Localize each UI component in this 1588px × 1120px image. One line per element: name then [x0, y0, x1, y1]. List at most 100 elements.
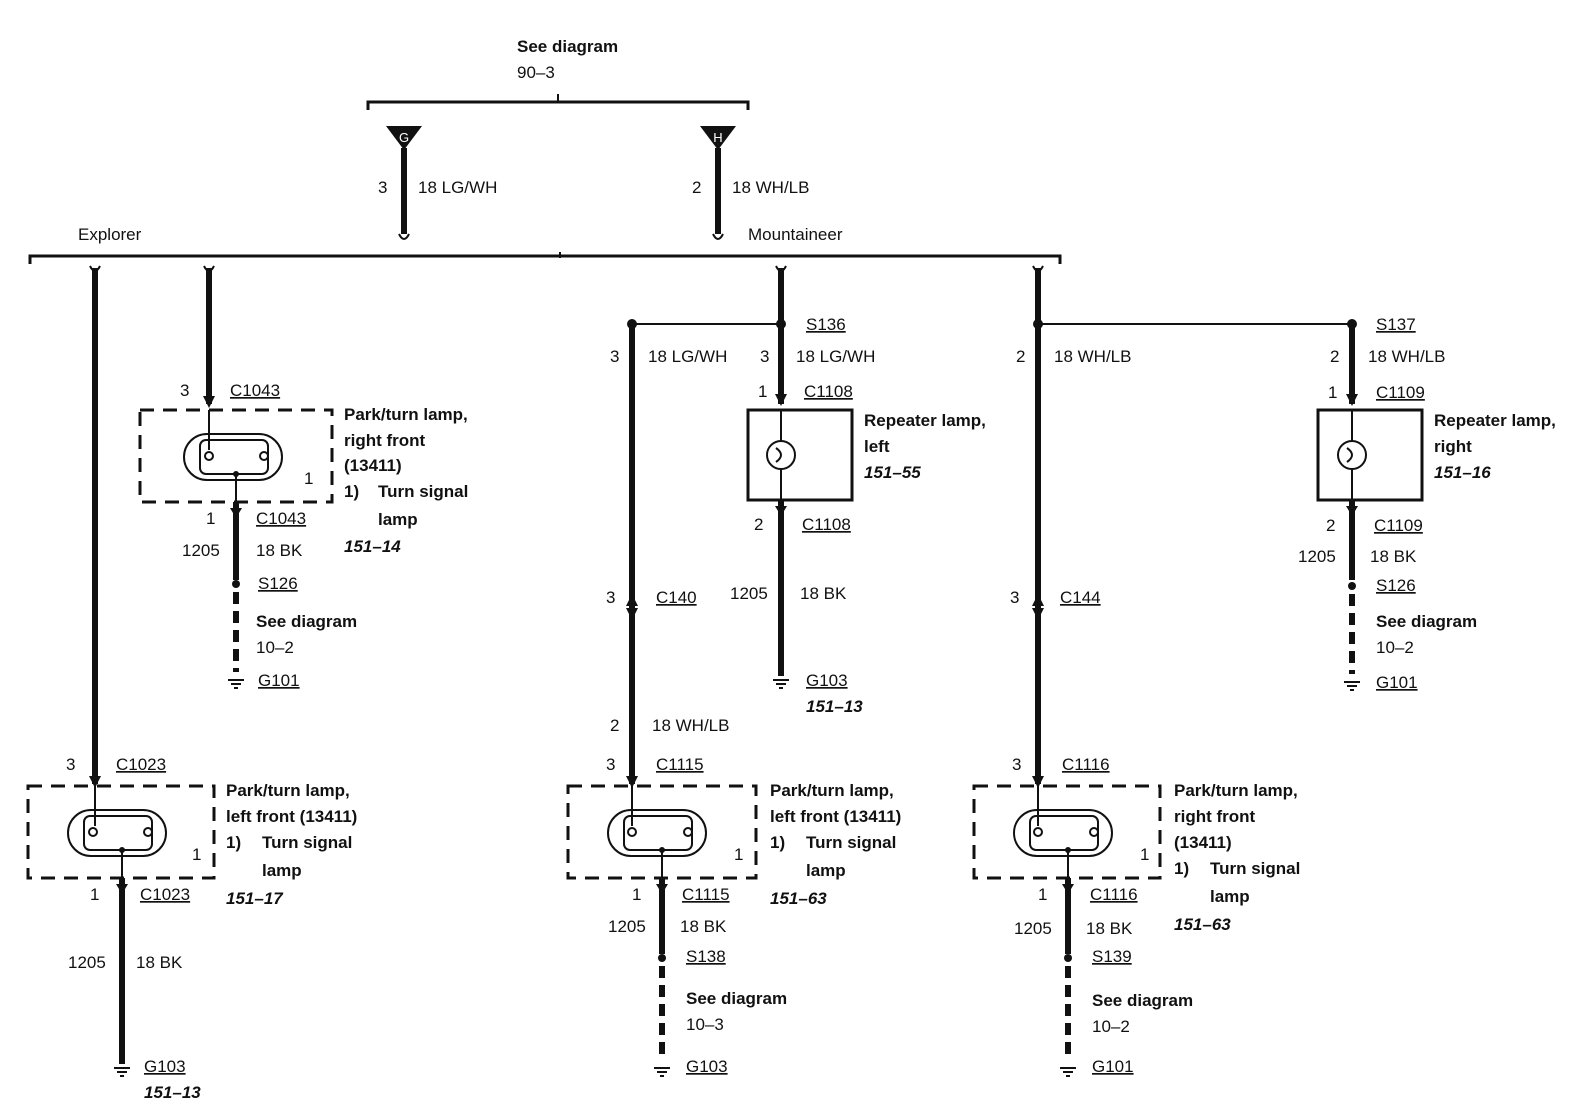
exp-rf-item-2: lamp	[378, 510, 418, 529]
connector-h-icon	[700, 126, 736, 150]
connector-h-tag: H	[713, 130, 722, 145]
mtn-r-c144-pin: 3	[1010, 588, 1019, 607]
mtn-r-pin-a: 2	[1016, 347, 1025, 366]
mtn-l-ground: G103	[686, 1057, 728, 1076]
mtn-r-circuit: 1205	[1014, 919, 1052, 938]
mtn-r-ground-icon	[1060, 1067, 1076, 1077]
mtn-l-rep-pin-bot: 2	[754, 515, 763, 534]
exp-rf-pin-top: 3	[180, 381, 189, 400]
exp-rf-ground: G101	[258, 671, 300, 690]
mtn-l-wire-c: 18 WH/LB	[652, 716, 729, 735]
explorer-lf-circuit: 3 C1023 1 Park/turn lamp, left front (13…	[26, 265, 357, 1102]
exp-lf-pin-bot: 1	[90, 885, 99, 904]
mtn-r-rep-wire-bot: 18 BK	[1370, 547, 1417, 566]
mtn-r-page: 151–63	[1174, 915, 1231, 934]
mtn-r-repeater-box	[1316, 408, 1424, 502]
mtn-l-rep-page: 151–55	[864, 463, 921, 482]
exp-rf-name-3: (13411)	[344, 456, 402, 475]
mtn-r-rep-conn-bot: C1109	[1374, 516, 1423, 535]
mtn-r-rep-ground-icon	[1344, 681, 1360, 691]
mtn-r-name-1: Park/turn lamp,	[1174, 781, 1298, 800]
mtn-r-wire-a: 18 WH/LB	[1054, 347, 1131, 366]
top-see-diagram: See diagram	[517, 37, 618, 56]
exp-rf-name-1: Park/turn lamp,	[344, 405, 468, 424]
mtn-l-c140-pin: 3	[606, 588, 615, 607]
exp-rf-page: 151–14	[344, 537, 401, 556]
exp-lf-item-1: Turn signal	[262, 833, 352, 852]
exp-lf-item-num: 1)	[226, 833, 241, 852]
exp-rf-inner-pin: 1	[304, 469, 313, 488]
mtn-l-rep-pin-top: 1	[758, 382, 767, 401]
mtn-r-item-1: Turn signal	[1210, 859, 1300, 878]
connector-g-tag: G	[399, 130, 409, 145]
exp-lf-inner-pin: 1	[192, 845, 201, 864]
mtn-l-conn-top: C1115	[656, 755, 704, 774]
bus-label-mountaineer: Mountaineer	[748, 225, 843, 244]
exp-rf-ref: 10–2	[256, 638, 294, 657]
mtn-l-circuit: 1205	[608, 917, 646, 936]
mountaineer-left-circuit: S136 3 18 LG/WH 1 C1108 Repeater lamp, l…	[566, 265, 986, 1077]
mtn-r-rep-see-diagram: See diagram	[1376, 612, 1477, 631]
exp-lf-item-2: lamp	[262, 861, 302, 880]
mtn-r-name-2: right front	[1174, 807, 1256, 826]
mtn-l-pin-b: 3	[760, 347, 769, 366]
exp-lf-pin-top: 3	[66, 755, 75, 774]
mtn-l-page: 151–63	[770, 889, 827, 908]
mtn-r-rep-circuit: 1205	[1298, 547, 1336, 566]
mtn-r-see-diagram: See diagram	[1092, 991, 1193, 1010]
vehicle-bus: Explorer Mountaineer	[28, 225, 1062, 264]
mtn-l-rep-conn-top: C1108	[804, 382, 853, 401]
exp-lf-wire-bot: 18 BK	[136, 953, 183, 972]
mtn-l-rep-conn-bot: C1108	[802, 515, 851, 534]
exp-rf-pin-bot: 1	[206, 509, 215, 528]
mtn-r-item-2: lamp	[1210, 887, 1250, 906]
exp-rf-conn-top: C1043	[230, 381, 280, 400]
mtn-l-rep-ground-page: 151–13	[806, 697, 863, 716]
mtn-l-inner-pin: 1	[734, 845, 743, 864]
exp-rf-conn-bot: C1043	[256, 509, 306, 528]
exp-rf-wire-bot: 18 BK	[256, 541, 303, 560]
exp-rf-see-diagram: See diagram	[256, 612, 357, 631]
mtn-r-rep-pin-top: 1	[1328, 383, 1337, 402]
exp-rf-item-num: 1)	[344, 482, 359, 501]
mtn-l-wire-c-pin: 2	[610, 716, 619, 735]
mtn-l-rep-wire-bot: 18 BK	[800, 584, 847, 603]
mtn-l-rep-name-2: left	[864, 437, 890, 456]
mtn-l-ground-icon	[654, 1067, 670, 1077]
connector-h-pin: 2	[692, 178, 701, 197]
mtn-r-name-3: (13411)	[1174, 833, 1232, 852]
exp-lf-conn-bot: C1023	[140, 885, 190, 904]
exp-rf-ground-icon	[228, 679, 244, 689]
mtn-l-rep-circuit: 1205	[730, 584, 768, 603]
mtn-l-item-1: Turn signal	[806, 833, 896, 852]
mtn-r-rep-name-2: right	[1434, 437, 1472, 456]
mtn-l-repeater-box	[746, 408, 854, 502]
connector-g-pin: 3	[378, 178, 387, 197]
mtn-r-rep-ground: G101	[1376, 673, 1418, 692]
mtn-l-pin-bot: 1	[632, 885, 641, 904]
mtn-l-name-1: Park/turn lamp,	[770, 781, 894, 800]
exp-lf-name-1: Park/turn lamp,	[226, 781, 350, 800]
connector-g-wire: 18 LG/WH	[418, 178, 497, 197]
mtn-r-rep-pin-bot: 2	[1326, 516, 1335, 535]
mtn-l-c140: C140	[656, 588, 697, 607]
exp-lf-circuit: 1205	[68, 953, 106, 972]
exp-lf-ground-icon	[114, 1067, 130, 1077]
mtn-l-pin-a: 3	[610, 347, 619, 366]
mtn-l-splice2: S138	[686, 947, 726, 966]
mtn-r-pin-b: 2	[1330, 347, 1339, 366]
mtn-l-rep-name-1: Repeater lamp,	[864, 411, 986, 430]
mountaineer-right-circuit: S137 2 18 WH/LB 3 C144 3 C1116 1 Park/tu…	[972, 265, 1556, 1077]
exp-lf-conn-top: C1023	[116, 755, 166, 774]
mtn-r-ground: G101	[1092, 1057, 1134, 1076]
mtn-l-see-diagram: See diagram	[686, 989, 787, 1008]
mtn-r-rep-name-1: Repeater lamp,	[1434, 411, 1556, 430]
mtn-l-name-2: left front (13411)	[770, 807, 901, 826]
connector-h-wire: 18 WH/LB	[732, 178, 809, 197]
mtn-r-conn-top: C1116	[1062, 755, 1110, 774]
mtn-r-pin-top: 3	[1012, 755, 1021, 774]
mtn-r-c144: C144	[1060, 588, 1101, 607]
mtn-r-splice: S137	[1376, 315, 1416, 334]
exp-rf-item-1: Turn signal	[378, 482, 468, 501]
